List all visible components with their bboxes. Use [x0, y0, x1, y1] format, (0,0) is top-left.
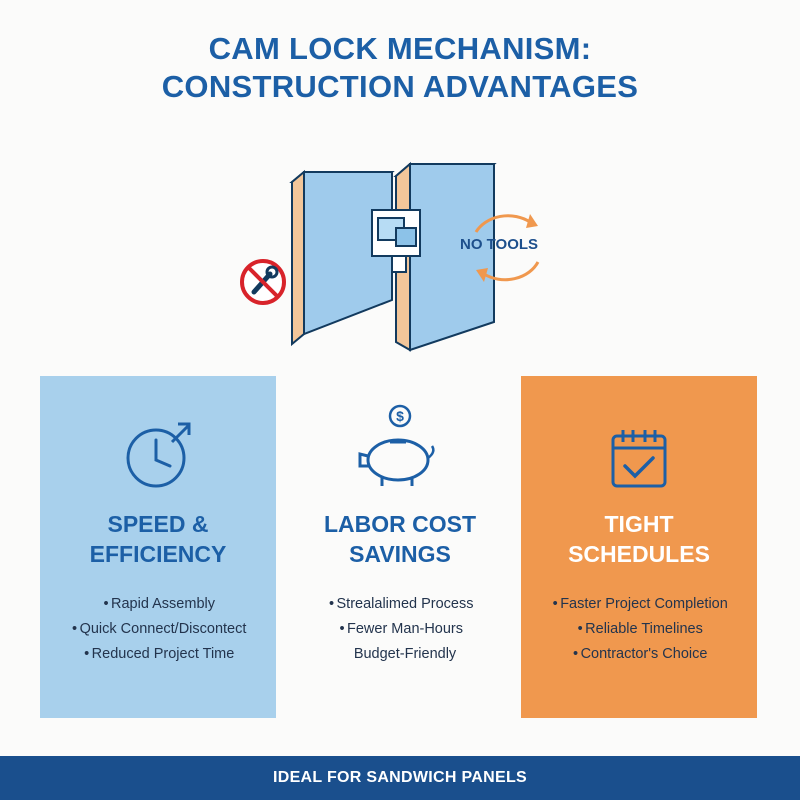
- labor-cost-list: •Strealalimed Process •Fewer Man-Hours B…: [282, 592, 518, 667]
- no-tools-label: NO TOOLS: [460, 236, 539, 253]
- speed-efficiency-card: SPEED & EFFICIENCY •Rapid Assembly •Quic…: [40, 376, 276, 718]
- piggy-bank-icon: $: [358, 404, 435, 486]
- list-item: •Reduced Project Time: [84, 646, 235, 662]
- heading-line-2: SAVINGS: [349, 541, 451, 567]
- labor-cost-card: $ LABOR COST SAVINGS •Strealalimed Proce…: [282, 376, 518, 718]
- list-item: •Fewer Man-Hours: [339, 621, 464, 637]
- list-item: •Rapid Assembly: [103, 596, 215, 612]
- cam-lock-diagram: [240, 161, 540, 352]
- labor-cost-heading: LABOR COST SAVINGS: [282, 509, 518, 569]
- rotate-arrows-icon: [474, 214, 540, 282]
- clock-arrow-icon: [126, 422, 191, 488]
- heading-line-1: TIGHT: [604, 511, 674, 537]
- list-item: •Quick Connect/Discontect: [72, 621, 247, 637]
- cam-lock-icon: [371, 209, 421, 273]
- list-item: •Reliable Timelines: [577, 621, 703, 637]
- list-item: •Strealalimed Process: [328, 596, 474, 612]
- speed-efficiency-list: •Rapid Assembly •Quick Connect/Discontec…: [40, 592, 276, 667]
- list-item: •Contractor's Choice: [573, 646, 708, 662]
- tight-schedules-heading: TIGHT SCHEDULES: [521, 509, 757, 569]
- no-wrench-icon: [240, 259, 286, 305]
- heading-line-1: SPEED &: [107, 511, 209, 537]
- footer-banner: IDEAL FOR SANDWICH PANELS: [0, 756, 800, 800]
- title-line-2: CONSTRUCTION ADVANTAGES: [161, 69, 639, 104]
- heading-line-2: SCHEDULES: [568, 541, 710, 567]
- title-line-1: CAM LOCK MECHANISM:: [208, 31, 592, 66]
- heading-line-1: LABOR COST: [323, 511, 477, 537]
- tight-schedules-list: •Faster Project Completion •Reliable Tim…: [521, 592, 757, 667]
- list-item: Budget-Friendly: [353, 646, 457, 662]
- tight-schedules-card: TIGHT SCHEDULES •Faster Project Completi…: [521, 376, 757, 718]
- calendar-check-icon: [611, 430, 667, 488]
- list-item: •Faster Project Completion: [552, 596, 728, 612]
- svg-text:$: $: [396, 408, 404, 424]
- speed-efficiency-heading: SPEED & EFFICIENCY: [40, 509, 276, 569]
- page-title: CAM LOCK MECHANISM: CONSTRUCTION ADVANTA…: [0, 30, 800, 106]
- heading-line-2: EFFICIENCY: [89, 541, 227, 567]
